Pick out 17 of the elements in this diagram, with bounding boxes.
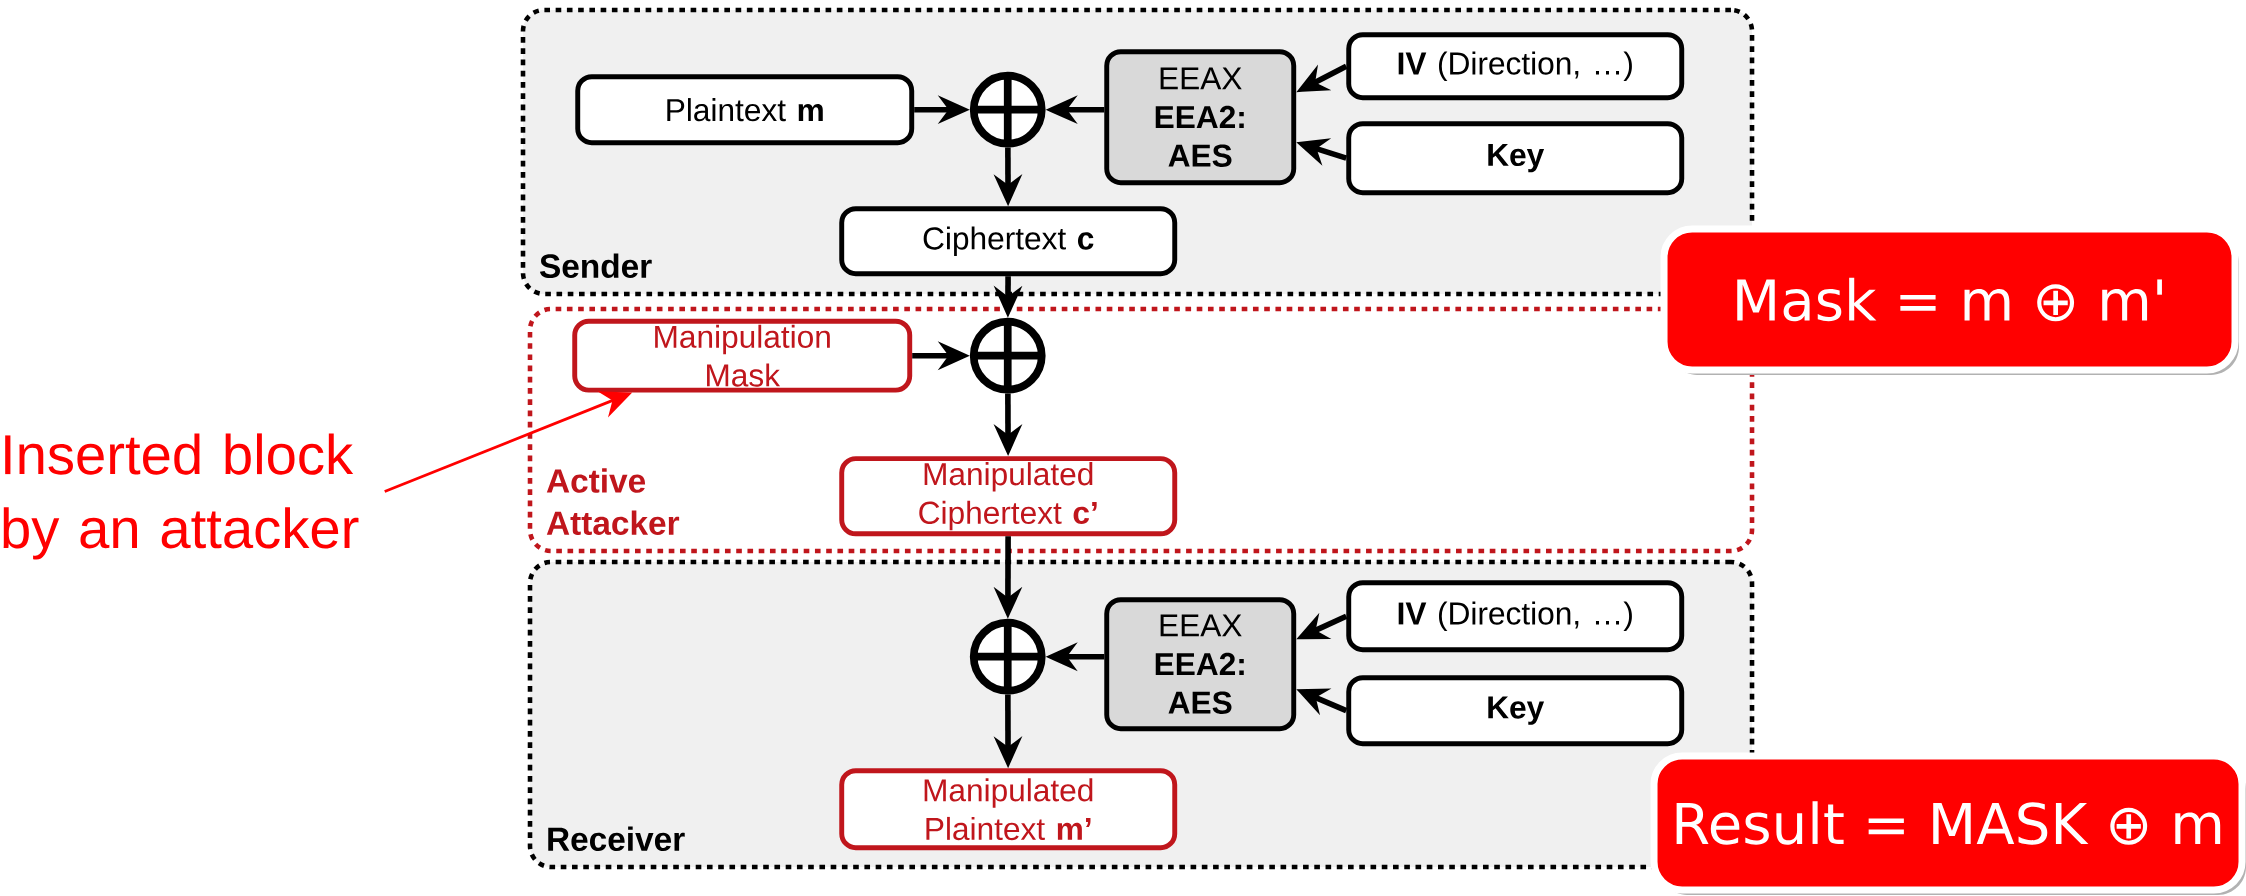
process-box: Manipulated Plaintext m’	[839, 768, 1178, 851]
process-box: Manipulated Ciphertext c’	[839, 456, 1178, 537]
xor-symbol	[969, 317, 1046, 394]
input-box: Key	[1346, 121, 1685, 196]
cipher-box: EEAX EEA2: AES	[1104, 49, 1297, 186]
xor-symbol	[969, 618, 1046, 695]
input-box: Key	[1346, 675, 1685, 747]
input-box: IV (Direction, …)	[1346, 580, 1685, 653]
process-box: Manipulation Mask	[572, 318, 913, 393]
callout-box: Result = MASK ⊕ m	[1650, 752, 2246, 895]
input-box: IV (Direction, …)	[1346, 32, 1685, 101]
process-box: Plaintext m	[575, 74, 915, 146]
xor-symbol	[969, 71, 1046, 148]
process-box: Ciphertext c	[839, 206, 1178, 277]
annotation-text: Inserted block by an attacker	[3, 433, 359, 560]
callout-box: Mask = m ⊕ m'	[1660, 225, 2239, 375]
cipher-box: EEAX EEA2: AES	[1104, 597, 1297, 732]
